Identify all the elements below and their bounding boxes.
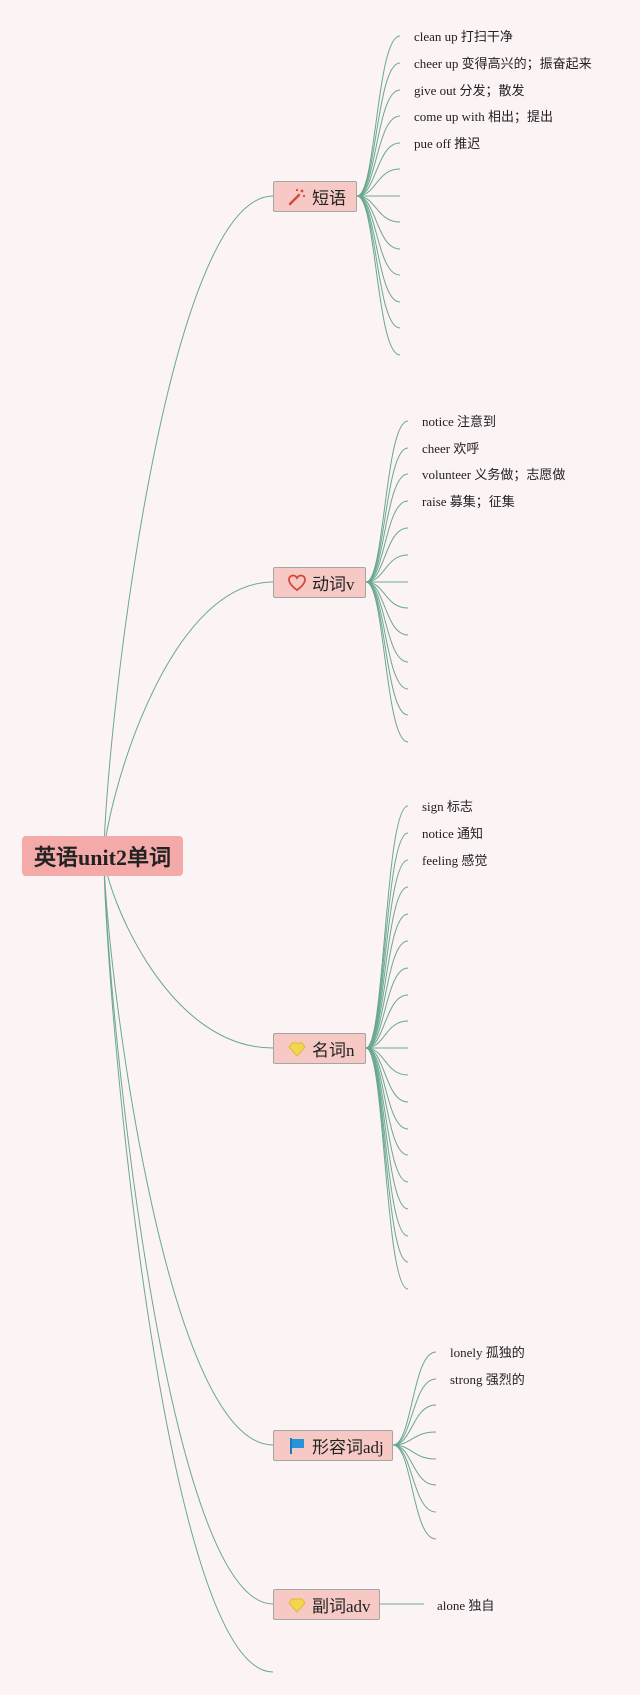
branch-label: 形容词adj: [312, 1438, 384, 1457]
connector-line: [365, 581, 409, 636]
connector-line: [365, 967, 409, 1049]
connector-line: [365, 940, 409, 1049]
leaf-item[interactable]: notice 注意到: [422, 414, 497, 429]
leaf-item[interactable]: raise 募集；征集: [422, 494, 515, 509]
branch-label: 副词adv: [312, 1597, 371, 1616]
connector-line: [103, 581, 274, 857]
leaf-item[interactable]: cheer 欢呼: [422, 441, 480, 456]
branch-nouns[interactable]: 名词n: [273, 1033, 366, 1064]
heart-icon: [288, 574, 306, 592]
connector-line: [356, 62, 401, 197]
connector-line: [365, 886, 409, 1049]
connector-line: [103, 855, 274, 1446]
connector-line: [365, 447, 409, 583]
flag-icon: [288, 1437, 306, 1455]
leaf-item[interactable]: pue off 推迟: [414, 136, 481, 151]
connector-line: [365, 581, 409, 743]
connector-line: [103, 855, 274, 1049]
branch-label: 名词n: [312, 1041, 355, 1060]
connector-line: [356, 195, 401, 356]
connector-line: [365, 581, 409, 716]
leaf-item[interactable]: give out 分发；散发: [414, 83, 525, 98]
root-topic[interactable]: 英语unit2单词: [22, 836, 183, 876]
connector-line: [103, 855, 274, 1605]
connector-line: [365, 527, 409, 583]
connector-line: [356, 195, 401, 250]
branch-adverbs[interactable]: 副词adv: [273, 1589, 380, 1620]
connector-line: [356, 168, 401, 197]
branch-adjectives[interactable]: 形容词adj: [273, 1430, 393, 1461]
leaf-item[interactable]: feeling 感觉: [422, 853, 488, 868]
gem-icon: [288, 1596, 306, 1614]
leaf-item[interactable]: lonely 孤独的: [450, 1345, 525, 1360]
connector-line: [356, 115, 401, 197]
connector-line: [103, 195, 274, 857]
connector-line: [365, 473, 409, 583]
connector-line: [365, 994, 409, 1049]
connector-line: [365, 1047, 409, 1183]
connector-line: [392, 1351, 437, 1446]
connector-line: [356, 35, 401, 197]
connector-line: [392, 1444, 437, 1513]
leaf-item[interactable]: clean up 打扫干净: [414, 29, 513, 44]
connector-line: [392, 1444, 437, 1486]
connector-line: [365, 1047, 409, 1103]
leaf-item[interactable]: sign 标志: [422, 799, 473, 814]
leaf-item[interactable]: notice 通知: [422, 826, 484, 841]
leaf-item[interactable]: strong 强烈的: [450, 1372, 525, 1387]
branch-phrases[interactable]: 短语: [273, 181, 357, 212]
connector-line: [392, 1431, 437, 1446]
magic-wand-icon: [288, 188, 306, 206]
leaf-item[interactable]: come up with 相出；提出: [414, 109, 554, 124]
connector-line: [365, 1047, 409, 1290]
connector-line: [356, 195, 401, 276]
branch-label: 短语: [312, 189, 346, 208]
leaf-item[interactable]: volunteer 义务做；志愿做: [422, 467, 566, 482]
connector-line: [392, 1378, 437, 1446]
connector-line: [365, 420, 409, 583]
connector-line: [365, 581, 409, 663]
connector-line: [365, 554, 409, 583]
gem-icon: [288, 1040, 306, 1058]
leaf-item[interactable]: alone 独自: [437, 1598, 495, 1613]
branch-label: 动词v: [312, 575, 355, 594]
connector-line: [392, 1444, 437, 1540]
connector-line: [356, 89, 401, 197]
connector-line: [365, 913, 409, 1049]
root-topic-label: 英语unit2单词: [34, 845, 171, 870]
connector-line: [365, 500, 409, 583]
leaf-item[interactable]: cheer up 变得高兴的；振奋起来: [414, 56, 592, 71]
connector-line: [356, 142, 401, 197]
connector-line: [365, 1020, 409, 1049]
connector-line: [356, 195, 401, 329]
connector-line: [103, 855, 274, 1673]
connector-line: [392, 1404, 437, 1446]
branch-verbs[interactable]: 动词v: [273, 567, 366, 598]
